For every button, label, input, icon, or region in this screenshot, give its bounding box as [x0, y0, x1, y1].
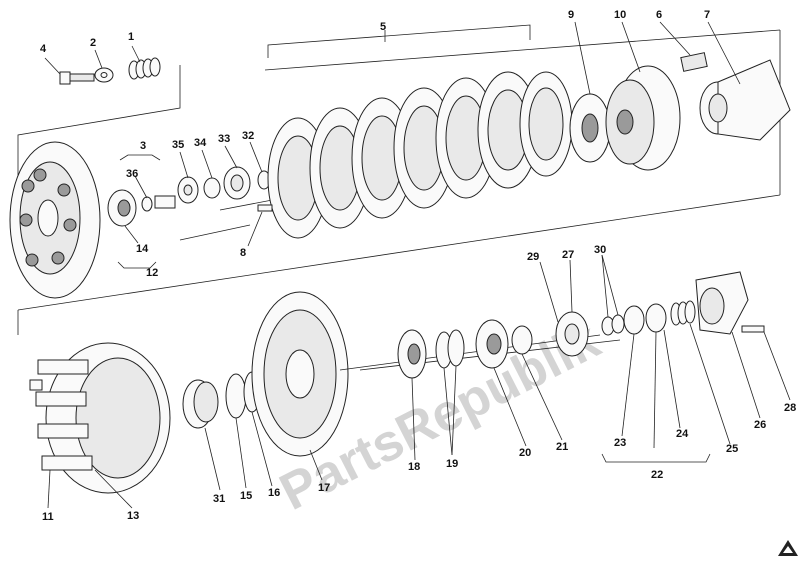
- part-20-bearing: [475, 319, 509, 369]
- label-2: 2: [90, 37, 96, 49]
- label-36: 36: [126, 168, 138, 180]
- corner-triangle-inner: [783, 546, 793, 553]
- label-28: 28: [784, 402, 796, 414]
- label-14: 14: [136, 243, 149, 255]
- label-24: 24: [676, 428, 689, 440]
- part-14-bearing: [107, 189, 137, 227]
- label-7: 7: [704, 9, 710, 21]
- label-34: 34: [194, 137, 207, 149]
- label-22: 22: [651, 469, 663, 481]
- part-17-primary-gear: [251, 291, 349, 457]
- part-15-spacer: [225, 373, 247, 419]
- part-1-spring: [128, 57, 161, 80]
- part-5-clutch-plates: [267, 71, 573, 239]
- label-17: 17: [318, 482, 330, 494]
- label-32: 32: [242, 130, 254, 142]
- part-9-inner-hub: [569, 93, 611, 163]
- label-12: 12: [146, 267, 158, 279]
- part-10-clutch-drum: [605, 65, 681, 171]
- part-30-orings: [601, 314, 625, 336]
- label-4: 4: [40, 43, 47, 55]
- label-8: 8: [240, 247, 246, 259]
- part-12-pressure-plate: [9, 141, 101, 299]
- part-19-circlips: [435, 329, 465, 369]
- label-30: 30: [594, 244, 606, 256]
- label-6: 6: [656, 9, 662, 21]
- part-35-nut: [177, 176, 199, 204]
- part-11-outer-basket: [29, 342, 171, 494]
- part-21-sleeve: [511, 325, 533, 355]
- part-34-washer: [203, 177, 221, 199]
- label-23: 23: [614, 437, 626, 449]
- part-28-bolt: [741, 325, 765, 333]
- label-29: 29: [527, 251, 539, 263]
- part-7-housing: [699, 59, 791, 141]
- part-3-pushrod: [154, 195, 176, 209]
- label-27: 27: [562, 249, 574, 261]
- label-16: 16: [268, 487, 280, 499]
- part-26-slave-cylinder: [695, 271, 749, 335]
- part-27-piston: [555, 311, 589, 357]
- part-18-bearing: [397, 329, 427, 379]
- label-26: 26: [754, 419, 766, 431]
- label-9: 9: [568, 9, 574, 21]
- label-21: 21: [556, 441, 568, 453]
- label-18: 18: [408, 461, 420, 473]
- label-25: 25: [726, 443, 738, 455]
- part-2-washer: [94, 67, 114, 83]
- label-1: 1: [128, 31, 134, 43]
- label-20: 20: [519, 447, 531, 459]
- label-19: 19: [446, 458, 458, 470]
- part-31-bushing: [182, 379, 219, 429]
- label-15: 15: [240, 490, 252, 502]
- part-33-bearing: [223, 166, 251, 200]
- part-25-spring: [670, 300, 696, 326]
- part-4-bolt: [59, 71, 95, 85]
- label-10: 10: [614, 9, 626, 21]
- label-13: 13: [127, 510, 139, 522]
- part-36-circlip: [141, 196, 153, 212]
- label-11: 11: [42, 511, 54, 523]
- label-5: 5: [380, 21, 386, 33]
- label-31: 31: [213, 493, 225, 505]
- leader-lines: [44, 21, 791, 509]
- part-labels: 1 2 3 4 5 6 7 8 9 10 11 12 13 14 15 16 1…: [40, 9, 796, 523]
- label-33: 33: [218, 133, 230, 145]
- part-6-damper: [680, 52, 708, 72]
- label-35: 35: [172, 139, 184, 151]
- part-8-pin: [257, 204, 273, 212]
- part-23-seal: [623, 303, 667, 335]
- label-3: 3: [140, 140, 146, 152]
